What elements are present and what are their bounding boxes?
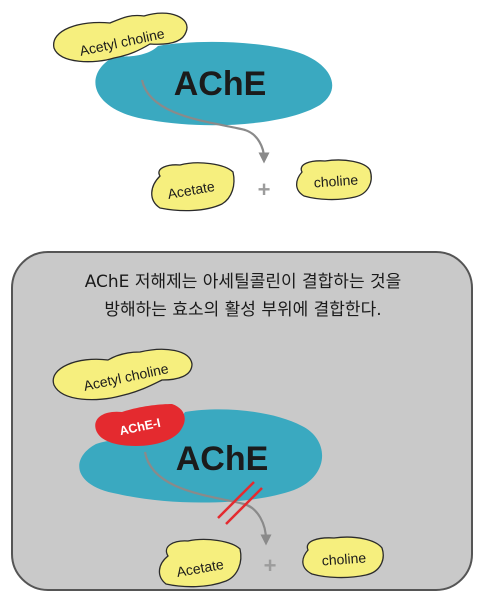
inhibitor-molecule: AChE-I: [95, 404, 185, 446]
top-plus-sign: +: [258, 177, 271, 202]
bottom-plus-sign: +: [264, 553, 277, 578]
bottom-enzyme-shape: [79, 409, 323, 503]
bottom-enzyme-label: AChE: [176, 440, 269, 478]
bottom-panel: AChE 저해제는 아세틸콜린이 결합하는 것을 방해하는 효소의 활성 부위에…: [11, 251, 473, 591]
bottom-product-acetate: Acetate: [158, 538, 242, 588]
top-enzyme-shape: [95, 41, 333, 126]
bottom-choline-shape: [302, 536, 384, 579]
bottom-reaction-arrow: [143, 451, 272, 546]
reaction-block-mark: [217, 481, 263, 525]
top-product-acetate: Acetate: [151, 162, 235, 212]
bottom-product-choline: choline: [302, 536, 384, 579]
caption-line-1: AChE 저해제는 아세틸콜린이 결합하는 것을: [85, 272, 402, 292]
top-substrate-shape: [53, 12, 188, 63]
top-acetate-shape: [151, 162, 235, 212]
top-enzyme-label: AChE: [174, 65, 267, 103]
caption-line-2: 방해하는 효소의 활성 부위에 결합한다.: [104, 300, 381, 320]
bottom-substrate-shape: [52, 348, 193, 401]
top-choline-shape: [295, 159, 372, 201]
top-substrate: Acetyl choline: [53, 12, 188, 63]
top-product-choline: choline: [295, 159, 372, 201]
top-panel: Acetyl choline AChE Acetate + choline: [53, 12, 372, 212]
bottom-choline-label: choline: [321, 549, 367, 568]
top-choline-label: choline: [313, 171, 359, 190]
top-reaction-arrow: [140, 79, 270, 164]
inhibitor-shape: [95, 404, 185, 446]
bottom-acetate-shape: [158, 538, 242, 588]
